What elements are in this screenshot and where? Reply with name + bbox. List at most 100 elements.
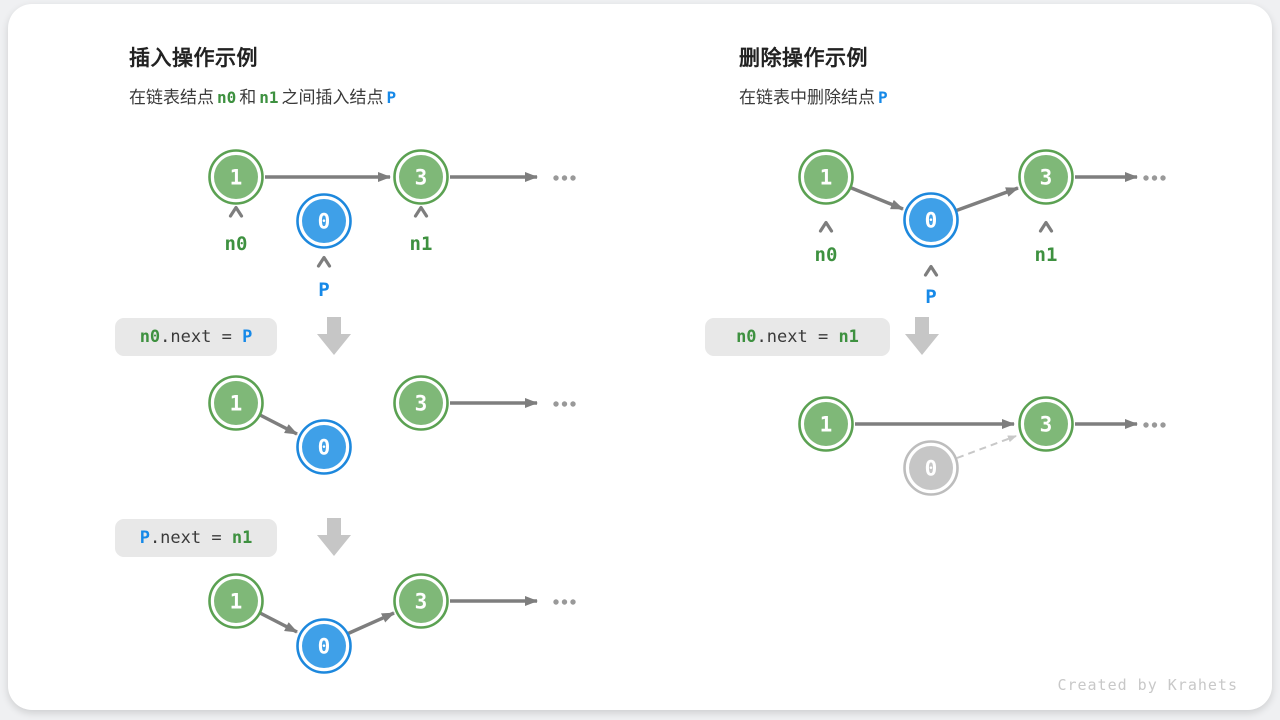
node-value: 3: [415, 166, 428, 190]
node-value: 0: [925, 457, 938, 481]
delete-section-title: 删除操作示例: [739, 47, 868, 70]
ellipsis-dots: [553, 599, 576, 605]
list-node-0: 0: [296, 193, 352, 249]
pointer-label: P: [925, 286, 936, 308]
node-body: [214, 381, 258, 425]
step-down-arrow-icon: [317, 317, 351, 355]
ellipsis-dots: [1143, 422, 1166, 428]
diagram-delete-after-n0-next: 1 3 0: [798, 396, 1166, 496]
text-segment-1: P: [878, 88, 888, 107]
text-segment-0: n0: [736, 327, 757, 347]
node-value: 3: [1040, 413, 1053, 437]
diagram-insert-after-n0-next: 103: [208, 375, 576, 475]
pointer-label: n0: [225, 233, 248, 255]
node-body: [399, 381, 443, 425]
pointer-label: n0: [815, 244, 838, 266]
text-segment-2: P: [242, 327, 253, 347]
caret-up-icon: [923, 264, 939, 277]
list-node-3: 3: [393, 573, 449, 629]
node-body: [804, 155, 848, 199]
node-value: 1: [820, 166, 833, 190]
pointer-label: P: [318, 279, 329, 301]
node-value: 1: [230, 392, 243, 416]
list-node-1: 1: [798, 396, 854, 452]
node-value: 1: [820, 413, 833, 437]
node-body: [909, 446, 953, 490]
removed-next-arrow: [956, 435, 1017, 459]
pointer-n0: n0: [225, 205, 248, 255]
node-value: 3: [1040, 166, 1053, 190]
code-p-next-equals-n1: P.next = n1: [115, 519, 277, 557]
diagram-delete-initial: 1 0 3 n0 n1P: [798, 149, 1166, 308]
next-arrow: [259, 611, 298, 634]
list-node-1: 1: [208, 149, 264, 205]
text-segment-3: n1: [259, 88, 279, 107]
node-body: [909, 198, 953, 242]
node-value: 3: [415, 590, 428, 614]
pointer-label: n1: [410, 233, 433, 255]
step-down-arrow-icon: [317, 518, 351, 556]
caret-up-icon: [413, 205, 429, 218]
text-segment-1: .next =: [149, 528, 232, 548]
code-n0-next-equals-n1: n0.next = n1: [705, 318, 890, 356]
next-arrow: [954, 186, 1019, 213]
diagram-insert-after-p-next: 1 0 3: [208, 573, 576, 674]
insert-section-title: 插入操作示例: [129, 47, 258, 70]
pointer-n1: n1: [1035, 220, 1058, 266]
node-value: 0: [318, 635, 331, 659]
ellipsis-dots: [1143, 175, 1166, 181]
next-arrow: [346, 611, 395, 636]
text-segment-5: P: [386, 88, 397, 107]
list-node-3: 3: [1018, 396, 1074, 452]
text-segment-0: P: [139, 528, 150, 548]
ellipsis-dots: [553, 175, 576, 181]
text-segment-4: 之间插入结点: [281, 88, 384, 107]
watermark-credit: Created by Krahets: [1057, 676, 1238, 694]
text-segment-1: .next =: [160, 327, 243, 347]
list-node-1: 1: [208, 573, 264, 629]
caret-up-icon: [228, 205, 244, 218]
next-arrow: [848, 185, 904, 211]
text-segment-1: .next =: [756, 327, 839, 347]
node-body: [214, 155, 258, 199]
node-value: 0: [318, 210, 331, 234]
text-segment-0: 在链表中删除结点: [739, 88, 875, 107]
list-node-0: 0: [903, 440, 959, 496]
pointer-P: P: [316, 255, 332, 301]
code-n0-next-equals-p: n0.next = P: [115, 318, 277, 356]
list-node-0: 0: [296, 618, 352, 674]
node-value: 0: [925, 209, 938, 233]
list-node-1: 1: [208, 375, 264, 431]
node-value: 0: [318, 436, 331, 460]
node-body: [302, 199, 346, 243]
node-body: [1024, 155, 1068, 199]
list-node-3: 3: [393, 149, 449, 205]
node-body: [302, 425, 346, 469]
node-body: [1024, 402, 1068, 446]
list-node-3: 3: [1018, 149, 1074, 205]
text-segment-0: 在链表结点: [129, 88, 214, 107]
pointer-P: P: [923, 264, 939, 308]
diagram-insert-initial: 1 0 3 n0 n1P: [208, 149, 576, 301]
node-value: 1: [230, 590, 243, 614]
caret-up-icon: [316, 255, 332, 268]
pointer-label: n1: [1035, 244, 1058, 266]
node-body: [302, 624, 346, 668]
text-segment-2: n1: [838, 327, 859, 347]
text-segment-1: n0: [217, 88, 237, 107]
step-down-arrow-icon: [905, 317, 939, 355]
caret-up-icon: [1038, 220, 1054, 233]
text-segment-0: n0: [139, 327, 161, 347]
node-body: [214, 579, 258, 623]
caret-up-icon: [818, 220, 834, 233]
pointer-n0: n0: [815, 220, 838, 266]
node-body: [399, 579, 443, 623]
node-body: [399, 155, 443, 199]
text-segment-2: 和: [239, 88, 257, 107]
text-segment-2: n1: [231, 528, 253, 548]
pointer-n1: n1: [410, 205, 433, 255]
